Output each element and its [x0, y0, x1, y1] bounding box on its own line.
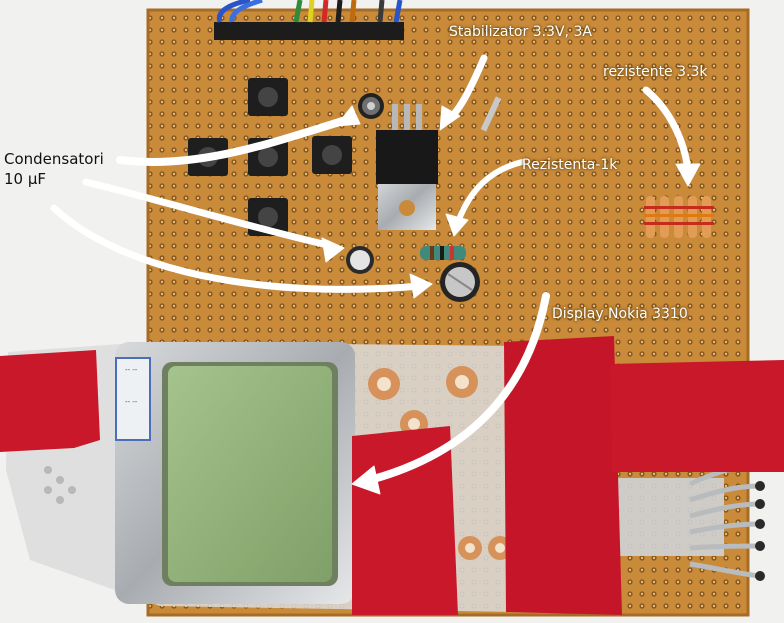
- annotation-arrows: [50, 54, 701, 495]
- label-display: Display Nokia 3310: [552, 306, 688, 322]
- diode: [480, 96, 502, 132]
- label-condensatori-value: 10 µF: [4, 170, 47, 188]
- resistor-1k: [420, 246, 466, 260]
- header-connector: [214, 0, 404, 40]
- capacitor-top: [358, 93, 384, 119]
- label-rezistente: rezistente 3.3k: [603, 64, 708, 80]
- resistors-3-3k: [644, 196, 714, 238]
- red-tape: [0, 336, 784, 615]
- nokia-display-module: -- -- -- --: [6, 342, 520, 612]
- label-stabilizator: Stabilizator 3.3V, 3A: [449, 24, 592, 40]
- capacitor-large: [440, 262, 480, 302]
- label-condensatori: Condensatori: [4, 150, 104, 168]
- label-rezistenta: Rezistenta-1k: [522, 157, 618, 173]
- capacitor-middle: [346, 246, 374, 274]
- copper-pads: [368, 366, 512, 560]
- voltage-regulator: [376, 104, 438, 230]
- svg-text:-- --: -- --: [125, 366, 138, 374]
- svg-text:-- --: -- --: [125, 398, 138, 406]
